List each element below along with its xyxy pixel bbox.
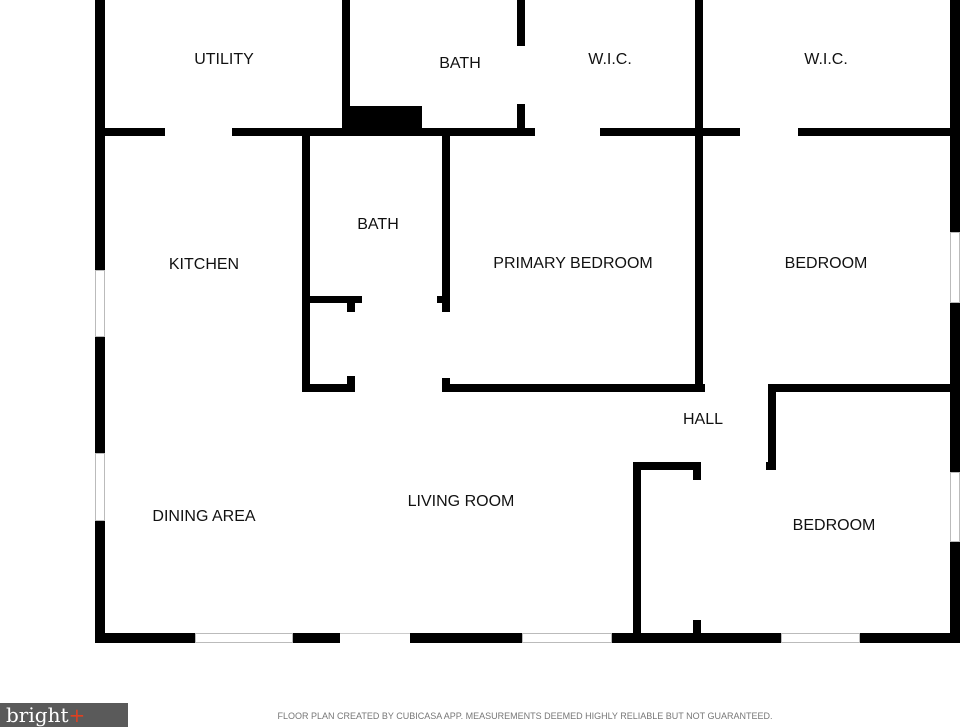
window — [950, 472, 960, 542]
wall — [600, 128, 740, 136]
room-label-bedroom: BEDROOM — [792, 517, 876, 534]
room-label-wic: W.I.C. — [804, 51, 848, 68]
wall — [442, 130, 450, 312]
wall — [302, 130, 310, 392]
logo-text: bright — [6, 703, 69, 727]
window — [95, 270, 105, 337]
room-label-primary-bedroom: PRIMARY BEDROOM — [493, 255, 653, 272]
window — [950, 232, 960, 303]
wall — [798, 128, 958, 136]
wall — [342, 106, 422, 132]
wall — [95, 128, 165, 136]
front-door — [340, 633, 410, 644]
window — [195, 633, 293, 643]
room-label-bath: BATH — [439, 55, 481, 72]
wall — [342, 0, 350, 130]
wall — [693, 620, 701, 640]
room-label-bedroom: BEDROOM — [784, 255, 868, 272]
wall — [347, 296, 355, 312]
wall — [232, 128, 535, 136]
wall — [302, 384, 355, 392]
wall — [693, 462, 701, 480]
wall — [633, 462, 700, 470]
wall — [517, 0, 525, 46]
wall — [517, 104, 525, 134]
room-label-hall: HALL — [682, 411, 724, 428]
room-label-kitchen: KITCHEN — [168, 256, 240, 273]
wall — [766, 462, 776, 470]
wall — [302, 296, 362, 303]
window — [522, 633, 612, 643]
bright-logo: bright+ — [0, 703, 128, 727]
logo-mark: + — [68, 703, 86, 727]
wall — [442, 384, 705, 392]
wall — [768, 384, 776, 470]
wall — [950, 0, 960, 643]
wall — [633, 462, 641, 640]
wall — [768, 384, 958, 392]
window — [95, 453, 105, 521]
room-label-bath: BATH — [357, 216, 399, 233]
window — [781, 633, 860, 643]
room-label-living-room: LIVING ROOM — [407, 493, 515, 510]
disclaimer: FLOOR PLAN CREATED BY CUBICASA APP. MEAS… — [277, 711, 773, 721]
room-label-wic: W.I.C. — [588, 51, 632, 68]
wall — [695, 0, 703, 392]
room-label-dining-area: DINING AREA — [152, 508, 256, 525]
room-label-utility: UTILITY — [194, 51, 254, 68]
